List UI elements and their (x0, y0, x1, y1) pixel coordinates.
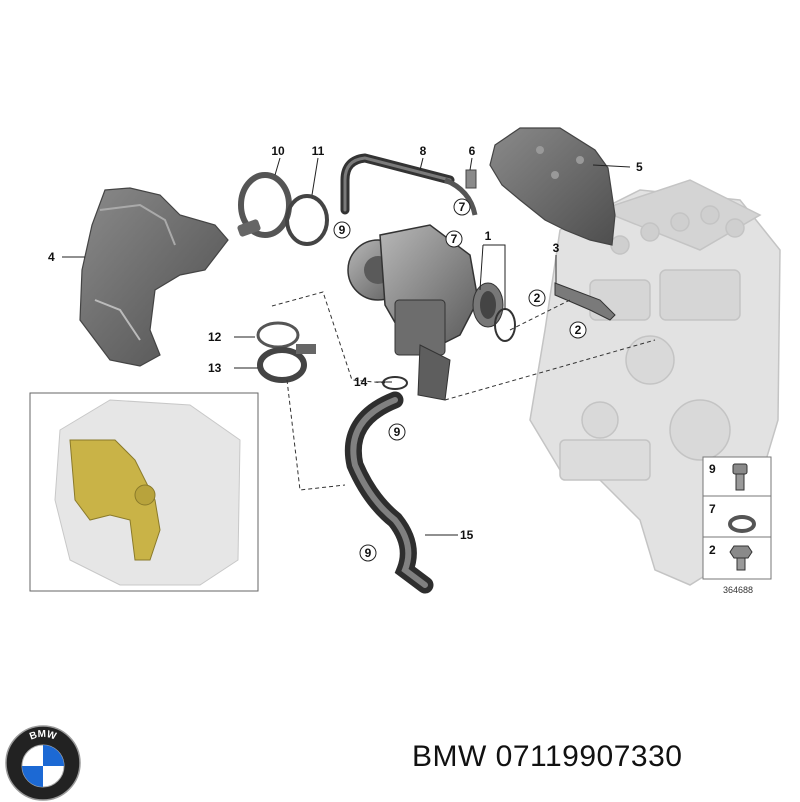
callout-label: 10 (271, 144, 285, 158)
callout-label: 12 (208, 330, 222, 344)
callout-label: 2 (534, 291, 541, 305)
callout-label: 9 (365, 546, 372, 560)
callout-7-circled: 7 (453, 198, 471, 216)
fastener-legend: 9 7 2 364688 (702, 456, 772, 595)
assembly-lines (271, 291, 656, 491)
bracket-3 (554, 255, 616, 321)
callout-label: 9 (339, 223, 346, 237)
legend-label: 2 (709, 543, 716, 557)
callout-9-circled: 9 (388, 423, 406, 441)
heat-shield-right (489, 127, 616, 246)
callout-12: 12 (208, 330, 222, 344)
banjo-bolt-6 (465, 169, 477, 189)
legend-label: 7 (709, 502, 716, 516)
clamp-13 (257, 344, 316, 383)
callout-label: 4 (48, 250, 55, 264)
callout-label: 1 (485, 229, 492, 243)
callout-label: 7 (459, 200, 466, 214)
legend-row-bolt: 2 (709, 543, 753, 571)
callout-14: 14 (354, 375, 368, 389)
v-band-clamp (237, 172, 292, 238)
callout-9-circled: 9 (333, 221, 351, 239)
callout-label: 9 (394, 425, 401, 439)
callout-label: 11 (312, 144, 325, 158)
callout-9-circled: 9 (359, 544, 377, 562)
legend-row-screw: 9 (709, 462, 748, 491)
seal-ring-icon (728, 515, 756, 533)
bmw-logo: BMW (5, 725, 81, 801)
leader-lines (62, 157, 631, 536)
callout-1: 1 (485, 229, 492, 243)
callout-label: 2 (575, 323, 582, 337)
callout-label: 7 (451, 232, 458, 246)
callout-label: 15 (460, 528, 474, 542)
gasket-14 (382, 376, 408, 390)
legend-row-seal: 7 (709, 502, 756, 533)
clamp-12 (256, 321, 300, 349)
callout-3: 3 (553, 241, 560, 255)
reference-number: 364688 (723, 585, 753, 595)
turbocharger (347, 224, 516, 401)
callout-13: 13 (208, 361, 222, 375)
callout-4: 4 (48, 250, 55, 264)
inset-overview (29, 392, 259, 592)
callout-5: 5 (636, 160, 643, 174)
callout-7-circled: 7 (445, 230, 463, 248)
callout-6: 6 (469, 144, 476, 158)
part-number-caption: BMW 07119907330 (412, 740, 683, 773)
callout-label: 14 (354, 375, 368, 389)
callout-15: 15 (460, 528, 474, 542)
heat-shield-left (79, 187, 229, 367)
callout-8: 8 (420, 144, 427, 158)
socket-screw-icon (732, 463, 748, 491)
callout-label: 5 (636, 160, 643, 174)
callout-label: 13 (208, 361, 222, 375)
callout-label: 6 (469, 144, 476, 158)
callout-label: 3 (553, 241, 560, 255)
seal-ring-11 (285, 194, 329, 246)
oil-feed-line (340, 153, 478, 216)
hex-bolt-icon (729, 545, 753, 571)
oil-return-hose (344, 391, 434, 594)
callout-2-circled: 2 (528, 289, 546, 307)
legend-label: 9 (709, 462, 716, 476)
logo-lettering: BMW (28, 729, 58, 743)
callout-11: 11 (312, 144, 325, 158)
callout-label: 8 (420, 144, 427, 158)
callout-2-circled: 2 (569, 321, 587, 339)
callout-10: 10 (271, 144, 285, 158)
